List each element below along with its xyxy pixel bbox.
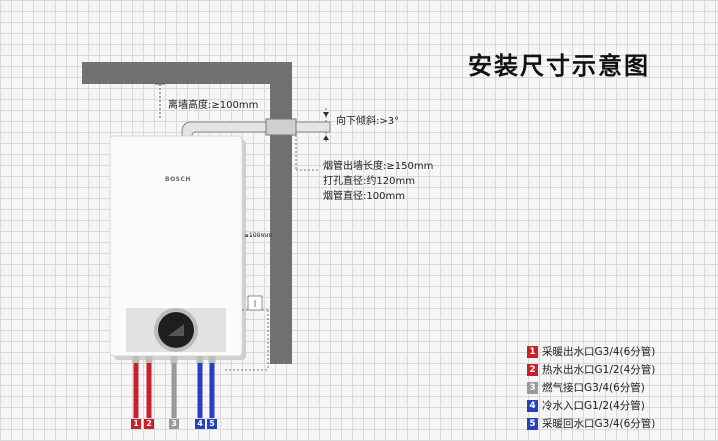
legend-item: 4 冷水入口G1/2(4分管) (527, 397, 655, 414)
brand-logo-text: BOSCH (165, 176, 191, 183)
ceiling-wall (82, 62, 292, 84)
page-title: 安装尺寸示意图 (468, 52, 650, 80)
pipe-number-5: 5 (207, 419, 217, 429)
legend-item: 3 燃气接口G3/4(6分管) (527, 379, 655, 396)
pipe-connector (208, 356, 216, 363)
legend-number: 2 (527, 363, 538, 376)
tilt-label: 向下倾斜:>3° (336, 116, 400, 127)
legend-number: 5 (527, 417, 538, 430)
legend-text: 热水出水口G1/2(4分管) (542, 364, 656, 376)
legend-text: 冷水入口G1/2(4分管) (542, 400, 645, 412)
pipe-1 (133, 362, 139, 418)
legend-item: 5 采暖回水口G3/4(6分管) (527, 415, 655, 432)
hole-diameter-label: 打孔直径:约120mm (323, 176, 415, 187)
pipe-2 (146, 362, 152, 418)
pipe-5 (209, 362, 215, 418)
pipe-connector (132, 356, 140, 363)
legend-number: 4 (527, 399, 538, 412)
pipe-4 (197, 362, 203, 418)
legend-text: 采暖回水口G3/4(6分管) (542, 418, 656, 430)
legend-item: 1 采暖出水口G3/4(6分管) (527, 343, 655, 360)
pipe-number-4: 4 (195, 419, 205, 429)
flue-diameter-label: 烟管直径:100mm (323, 191, 405, 202)
pipes-group (132, 356, 216, 418)
side-wall (270, 62, 292, 364)
legend-item: 2 热水出水口G1/2(4分管) (527, 361, 655, 378)
legend-text: 燃气接口G3/4(6分管) (542, 382, 645, 394)
legend-number: 3 (527, 381, 538, 394)
side-gap-label: ≥100mm (244, 232, 273, 239)
legend-text: 采暖出水口G3/4(6分管) (542, 346, 656, 358)
legend: 1 采暖出水口G3/4(6分管) 2 热水出水口G1/2(4分管) 3 燃气接口… (527, 343, 655, 433)
flue-pipe (181, 118, 331, 149)
flue-length-label: 烟管出墙长度:≥150mm (323, 161, 434, 172)
pipe-connector (145, 356, 153, 363)
pipe-number-1: 1 (131, 419, 141, 429)
wall-height-label: 离墙高度:≥100mm (168, 100, 259, 111)
pipe-connector (170, 356, 178, 363)
pipe-number-2: 2 (144, 419, 154, 429)
pipe-connector (196, 356, 204, 363)
legend-number: 1 (527, 345, 538, 358)
pipe-number-3: 3 (169, 419, 179, 429)
pipe-3 (171, 362, 177, 418)
